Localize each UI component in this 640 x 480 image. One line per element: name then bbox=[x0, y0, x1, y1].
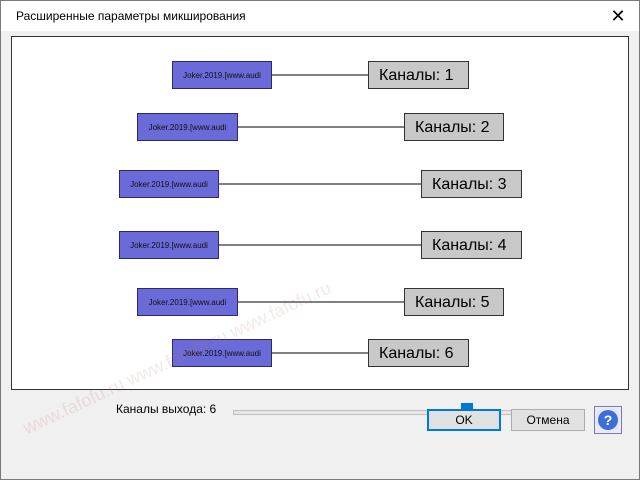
output-channels-label: Каналы выхода: 6 bbox=[116, 402, 217, 416]
mix-matrix-canvas: Joker.2019.[www.audi Каналы: 1 Joker.201… bbox=[11, 36, 629, 390]
channel-box-2[interactable]: Каналы: 2 bbox=[404, 113, 504, 141]
track-box-1[interactable]: Joker.2019.[www.audi bbox=[172, 61, 272, 89]
help-button[interactable]: ? bbox=[594, 406, 622, 434]
ok-button[interactable]: OK bbox=[427, 409, 501, 431]
channel-box-3[interactable]: Каналы: 3 bbox=[421, 170, 522, 198]
channel-box-6[interactable]: Каналы: 6 bbox=[368, 339, 469, 367]
close-icon[interactable]: ✕ bbox=[610, 6, 626, 26]
channel-box-1[interactable]: Каналы: 1 bbox=[368, 61, 469, 89]
channel-box-5[interactable]: Каналы: 5 bbox=[404, 288, 504, 316]
channel-box-4[interactable]: Каналы: 4 bbox=[421, 231, 522, 259]
track-box-3[interactable]: Joker.2019.[www.audi bbox=[119, 170, 219, 198]
title-bar: Расширенные параметры микширования ✕ bbox=[1, 1, 639, 31]
track-box-5[interactable]: Joker.2019.[www.audi bbox=[137, 288, 238, 316]
track-box-6[interactable]: Joker.2019.[www.audi bbox=[172, 339, 272, 367]
track-box-4[interactable]: Joker.2019.[www.audi bbox=[119, 231, 219, 259]
svg-text:?: ? bbox=[604, 412, 613, 428]
track-box-2[interactable]: Joker.2019.[www.audi bbox=[137, 113, 238, 141]
dialog-title: Расширенные параметры микширования bbox=[16, 9, 246, 23]
connection-lines bbox=[219, 74, 421, 354]
question-icon: ? bbox=[598, 410, 618, 430]
cancel-button[interactable]: Отмена bbox=[511, 409, 585, 431]
